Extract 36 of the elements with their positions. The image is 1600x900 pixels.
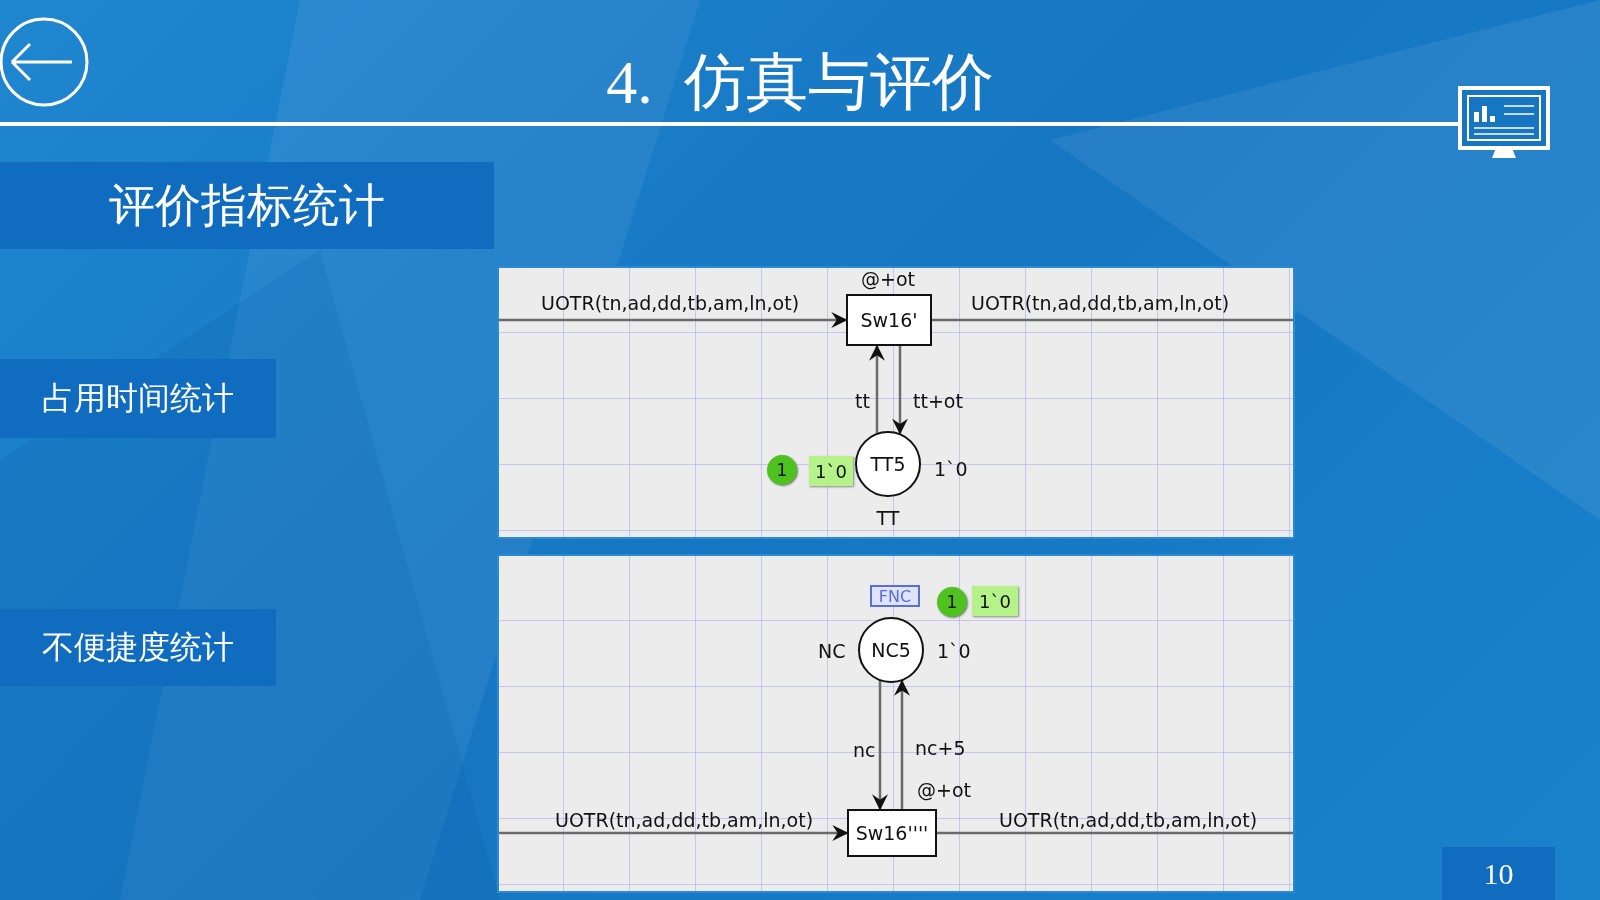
node-annotation: @+ot — [861, 269, 915, 289]
arc-inscription: UOTR(tn,ad,dd,tb,am,ln,ot) — [971, 293, 1230, 313]
category-band: 占用时间统计 — [0, 359, 276, 438]
arc-arrow — [499, 312, 848, 328]
arc-inscription: tt+ot — [913, 391, 963, 411]
marking-label: 1`0 — [972, 586, 1018, 616]
node-annotation: 1`0 — [934, 459, 968, 479]
fusion-tag: FNC — [870, 585, 920, 607]
arc-inscription: nc+5 — [915, 738, 966, 758]
node-annotation: NC — [818, 641, 846, 661]
slide-title: 4. 仿真与评价 — [605, 47, 995, 118]
node-annotation: 1`0 — [937, 641, 971, 661]
node-annotation: @+ot — [917, 780, 971, 800]
arc-arrow — [892, 346, 908, 435]
arc-inscription: UOTR(tn,ad,dd,tb,am,ln,ot) — [999, 810, 1258, 830]
arc-inscription: UOTR(tn,ad,dd,tb,am,ln,ot) — [541, 293, 800, 313]
transition-box: Sw16'''' — [847, 809, 937, 857]
arc-line — [932, 318, 1293, 322]
marking-label: 1`0 — [809, 456, 853, 486]
arc-inscription: nc — [853, 740, 876, 760]
petri-net-panel — [497, 266, 1295, 539]
arc-arrow — [872, 681, 888, 811]
arc-arrow — [869, 344, 885, 433]
place-circle: TT5 — [855, 431, 921, 497]
transition-box: Sw16' — [846, 294, 932, 346]
arc-inscription: tt — [855, 391, 870, 411]
page-number: 10 — [1442, 847, 1555, 900]
section-header-band: 评价指标统计 — [0, 162, 494, 249]
category-band: 不便捷度统计 — [0, 609, 276, 686]
place-circle: NC5 — [858, 617, 924, 683]
node-annotation: TT — [876, 508, 900, 528]
petri-net-panel — [497, 554, 1295, 893]
arc-line — [937, 831, 1293, 835]
arc-inscription: UOTR(tn,ad,dd,tb,am,ln,ot) — [555, 810, 814, 830]
arc-arrow — [894, 679, 910, 809]
arc-arrow — [499, 825, 849, 841]
